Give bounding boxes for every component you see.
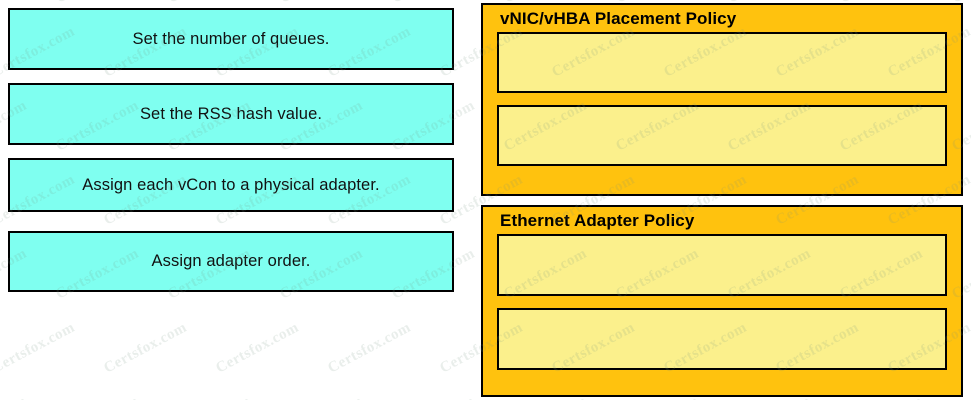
- watermark-text: Certsfox.com: [277, 394, 366, 400]
- policy-panel-title: Ethernet Adapter Policy: [500, 211, 695, 230]
- watermark-text: Certsfox.com: [389, 0, 478, 7]
- policy-panel-ethernet-adapter-policy: Ethernet Adapter Policy: [481, 205, 963, 397]
- drop-zone-ethernet-adapter-1[interactable]: [497, 234, 947, 297]
- draggable-item-label: Assign adapter order.: [151, 252, 311, 270]
- watermark-text: Certsfox.com: [325, 319, 414, 377]
- watermark-text: Certsfox.com: [165, 0, 254, 7]
- watermark-text: Certsfox.com: [0, 394, 30, 400]
- draggable-answer-list: Set the number of queues. Set the RSS ha…: [8, 8, 454, 292]
- draggable-item-set-rss-hash-value[interactable]: Set the RSS hash value.: [8, 83, 454, 145]
- watermark-text: Certsfox.com: [0, 319, 78, 377]
- drop-zone-vnic-vhba-1[interactable]: [497, 32, 947, 94]
- draggable-item-label: Set the RSS hash value.: [139, 104, 323, 123]
- watermark-text: Certsfox.com: [53, 0, 142, 7]
- draggable-item-assign-vcon-to-physical-adapter[interactable]: Assign each vCon to a physical adapter.: [8, 158, 454, 212]
- drop-target-panel-list: vNIC/vHBA Placement Policy Ethernet Adap…: [481, 3, 963, 397]
- watermark-text: Certsfox.com: [277, 0, 366, 7]
- draggable-item-assign-adapter-order[interactable]: Assign adapter order.: [8, 231, 454, 292]
- watermark-text: Certsfox.com: [165, 394, 254, 400]
- draggable-item-set-number-of-queues[interactable]: Set the number of queues.: [8, 8, 454, 70]
- watermark-text: Certsfox.com: [0, 0, 30, 7]
- drop-zone-ethernet-adapter-2[interactable]: [497, 308, 947, 371]
- policy-panel-title: vNIC/vHBA Placement Policy: [500, 9, 737, 28]
- watermark-text: Certsfox.com: [101, 319, 190, 377]
- watermark-text: Certsfox.com: [53, 394, 142, 400]
- policy-panel-vnic-vhba-placement-policy: vNIC/vHBA Placement Policy: [481, 3, 963, 196]
- drop-zone-vnic-vhba-2[interactable]: [497, 105, 947, 167]
- watermark-text: Certsfox.com: [389, 394, 478, 400]
- watermark-text: Certsfox.com: [213, 319, 302, 377]
- draggable-item-label: Assign each vCon to a physical adapter.: [82, 175, 380, 194]
- draggable-item-label: Set the number of queues.: [132, 29, 330, 48]
